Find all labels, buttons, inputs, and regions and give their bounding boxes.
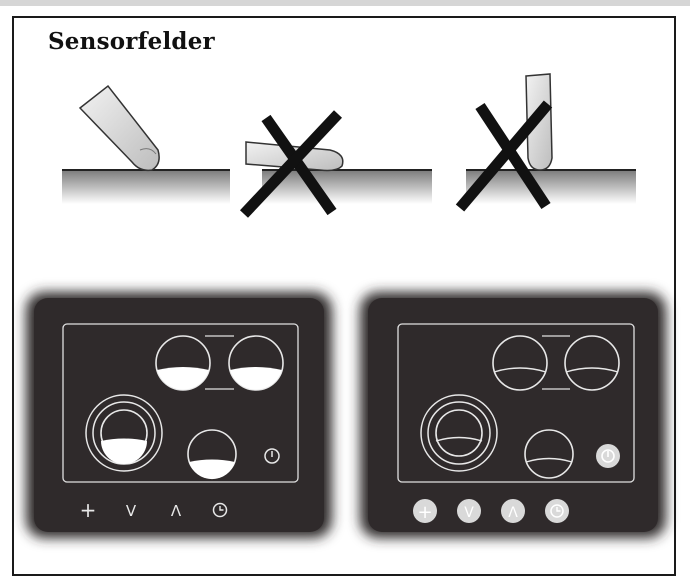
touch-wrong-side-illustration (455, 73, 636, 212)
plus-icon: + (413, 499, 437, 523)
cooking-zone-rear-right (564, 335, 620, 391)
surface (62, 170, 230, 204)
svg-text:Λ: Λ (508, 505, 518, 521)
finger-icon (78, 84, 160, 172)
down-icon: V (457, 499, 481, 523)
up-icon: Λ (501, 499, 525, 523)
power-icon (596, 444, 620, 468)
svg-text:+: + (417, 502, 432, 523)
cooking-zone-front-right (187, 429, 237, 480)
plus-icon: + (80, 498, 97, 522)
cooking-zone-dual (85, 394, 163, 472)
cooking-zone-rear-left (492, 335, 548, 391)
touch-correct-illustration (62, 84, 230, 204)
down-icon: V (126, 502, 137, 520)
page-title: Sensorfelder (48, 28, 215, 55)
cooking-zone-rear-right (228, 335, 284, 391)
touch-wrong-flat-illustration (239, 110, 432, 218)
timer-icon (212, 502, 228, 518)
up-icon: Λ (171, 502, 182, 520)
cooktop-panel-lit: + V Λ (360, 292, 666, 538)
cross-icon (239, 110, 343, 218)
cooking-zone-front-right (524, 429, 574, 479)
timer-icon (545, 499, 569, 523)
power-icon (264, 448, 280, 464)
svg-text:V: V (464, 505, 474, 521)
cooking-zone-dual (420, 394, 498, 472)
top-bar (0, 0, 690, 6)
cooktop-panel-unlit: + V Λ (26, 292, 332, 538)
cross-icon (455, 100, 553, 212)
cooking-zone-rear-left (155, 335, 211, 391)
